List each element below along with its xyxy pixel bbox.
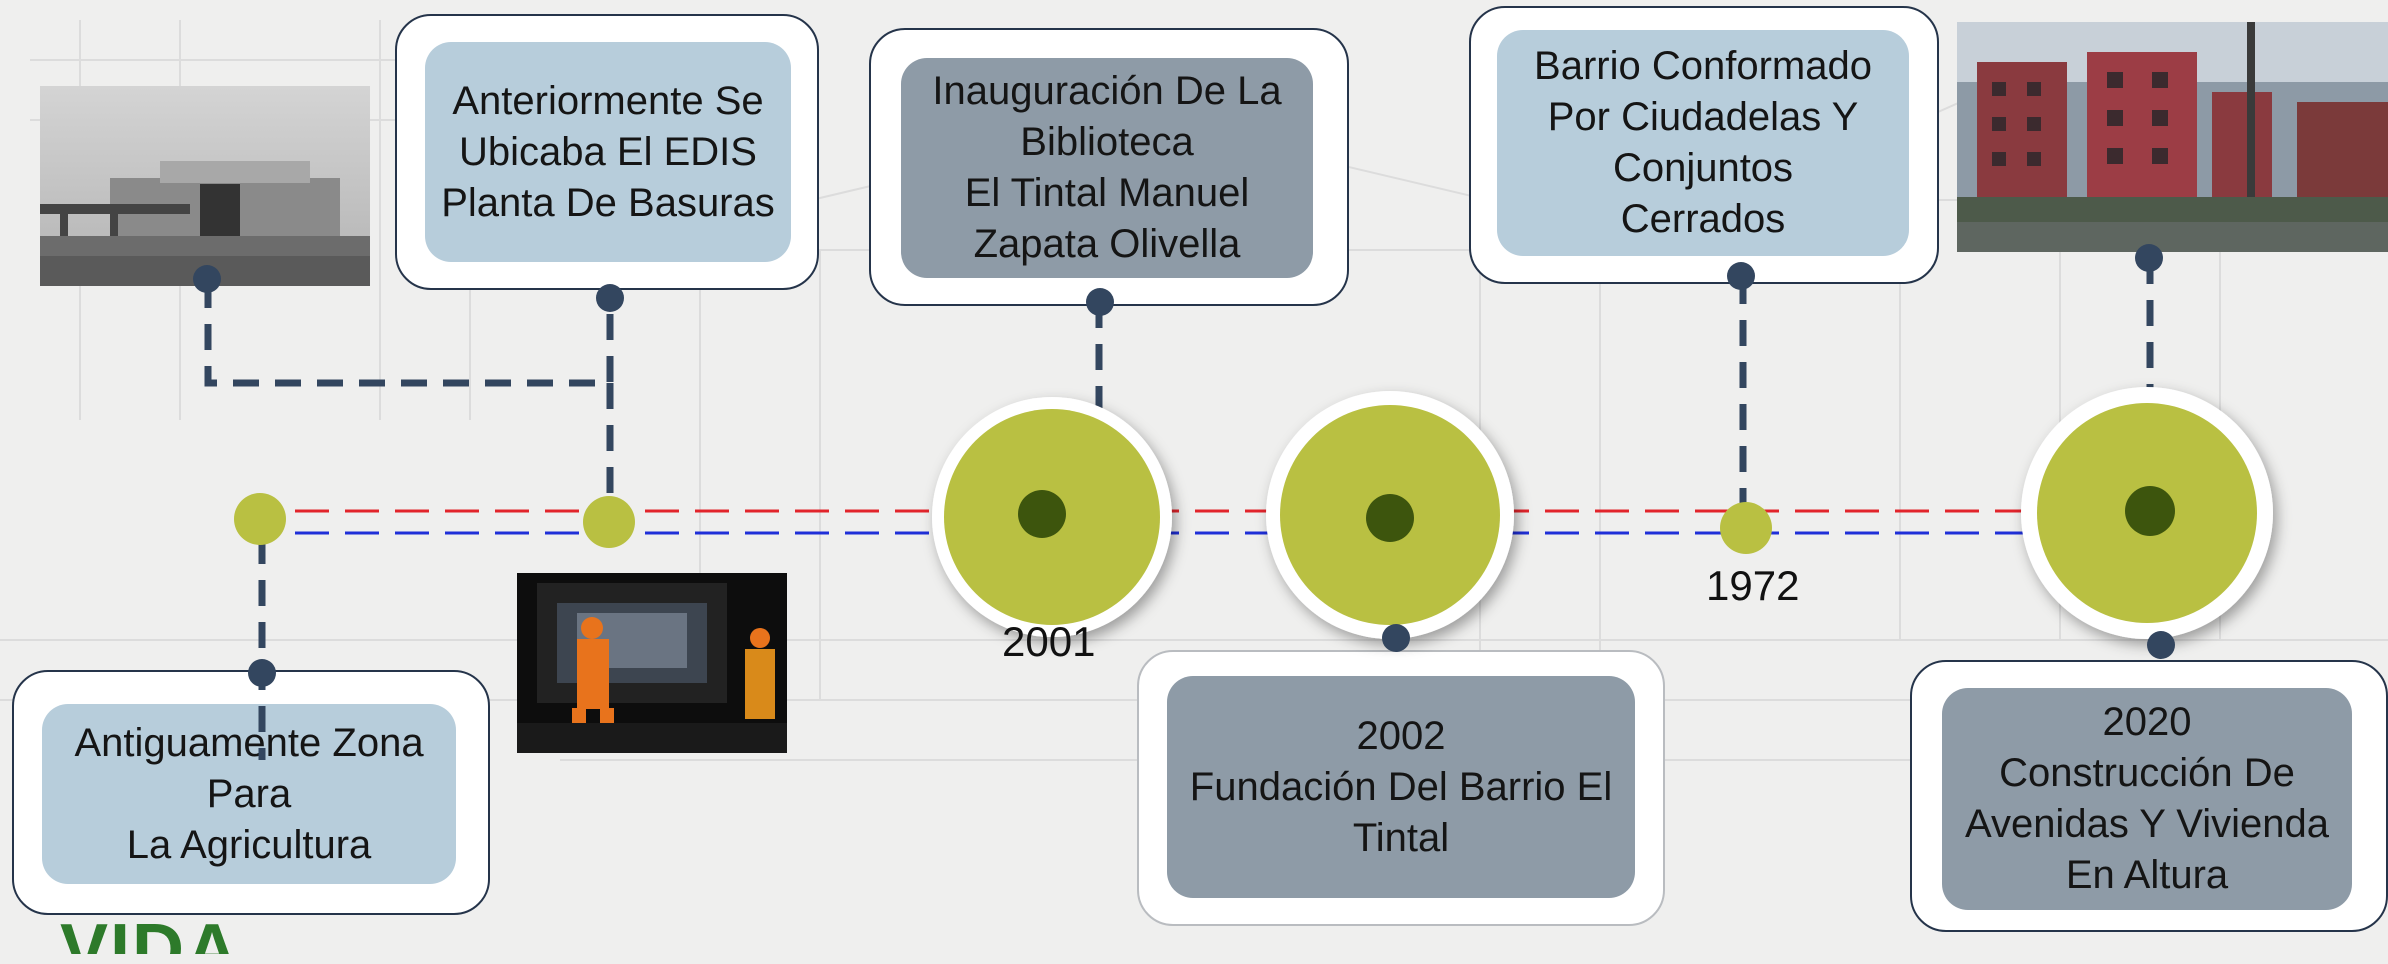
old-building-photo bbox=[40, 86, 370, 286]
event-line: En Altura bbox=[2065, 853, 2229, 897]
connector-dot bbox=[1727, 262, 1755, 290]
event-line: Ubicaba El EDIS bbox=[459, 129, 757, 174]
connector-dot bbox=[193, 265, 221, 293]
event-line: Fundación Del Barrio El bbox=[1189, 764, 1613, 809]
connector-dot bbox=[2135, 244, 2163, 272]
event-line: Inauguración De La bbox=[932, 69, 1282, 113]
connector-dot bbox=[596, 284, 624, 312]
event-line: Tintal bbox=[1352, 815, 1450, 860]
event-line: Antiguamente Zona bbox=[74, 720, 424, 765]
event-line: Por Ciudadelas Y bbox=[1547, 95, 1859, 139]
node-2020 bbox=[2021, 387, 2273, 639]
event-line: Construcción De bbox=[1999, 751, 2295, 795]
event-label-ciudadelas: Barrio Conformado Por Ciudadelas Y Conju… bbox=[1497, 30, 1909, 256]
year-label-1972: 1972 bbox=[1706, 562, 1800, 609]
node-2002 bbox=[1266, 391, 1514, 639]
event-line: 2020 bbox=[2102, 700, 2192, 744]
node-edis bbox=[583, 496, 635, 548]
event-line: El Tintal Manuel bbox=[964, 171, 1250, 215]
photo-icon bbox=[1957, 22, 2388, 252]
event-line: Conjuntos bbox=[1612, 146, 1794, 190]
vida-logo: VIDA bbox=[60, 900, 320, 964]
apartment-buildings-photo bbox=[1957, 22, 2388, 252]
event-line: Cerrados bbox=[1620, 197, 1786, 241]
event-line: Anteriormente Se bbox=[452, 78, 764, 123]
node-1972 bbox=[1720, 502, 1772, 554]
event-label-edis: Anteriormente Se Ubicaba El EDIS Planta … bbox=[425, 42, 791, 262]
event-label-fundacion: 2002 Fundación Del Barrio El Tintal bbox=[1167, 676, 1635, 898]
event-line: 2002 bbox=[1356, 713, 1446, 758]
event-line: Barrio Conformado bbox=[1534, 44, 1872, 88]
connector-dot bbox=[1086, 288, 1114, 316]
event-line: Biblioteca bbox=[1020, 120, 1194, 164]
event-label-avenidas: 2020 Construcción De Avenidas Y Vivienda… bbox=[1942, 688, 2352, 910]
connector-dot bbox=[2147, 631, 2175, 659]
garbage-truck-photo bbox=[517, 573, 787, 753]
node-agricultura bbox=[234, 493, 286, 545]
event-line: Para bbox=[206, 771, 292, 816]
event-card-avenidas: 2020 Construcción De Avenidas Y Vivienda… bbox=[1910, 660, 2388, 932]
logo-icon: VIDA bbox=[60, 910, 240, 964]
timeline-diagram: Antiguamente Zona Para La Agricultura An… bbox=[0, 6, 2388, 964]
photo-icon bbox=[40, 86, 370, 286]
event-label-agricultura: Antiguamente Zona Para La Agricultura bbox=[42, 704, 456, 884]
connector-dot bbox=[248, 659, 276, 687]
photo-icon bbox=[517, 573, 787, 753]
event-card-ciudadelas: Barrio Conformado Por Ciudadelas Y Conju… bbox=[1469, 6, 1939, 284]
event-line: La Agricultura bbox=[126, 822, 372, 867]
timeline-graphics bbox=[193, 244, 2273, 760]
event-card-edis: Anteriormente Se Ubicaba El EDIS Planta … bbox=[395, 14, 819, 290]
year-label-2001: 2001 bbox=[1002, 618, 1096, 665]
event-card-biblioteca: Inauguración De La Biblioteca El Tintal … bbox=[869, 28, 1349, 306]
event-line: Planta De Basuras bbox=[441, 180, 775, 225]
node-2001 bbox=[932, 397, 1172, 637]
connector-dot bbox=[1382, 624, 1410, 652]
svg-text:VIDA: VIDA bbox=[60, 914, 240, 954]
event-line: Zapata Olivella bbox=[973, 222, 1241, 266]
event-card-fundacion: 2002 Fundación Del Barrio El Tintal bbox=[1137, 650, 1665, 926]
connector-old-photo bbox=[204, 282, 614, 387]
event-line: Avenidas Y Vivienda bbox=[1964, 802, 2329, 846]
event-card-agricultura: Antiguamente Zona Para La Agricultura bbox=[12, 670, 490, 915]
event-label-biblioteca: Inauguración De La Biblioteca El Tintal … bbox=[901, 58, 1313, 278]
